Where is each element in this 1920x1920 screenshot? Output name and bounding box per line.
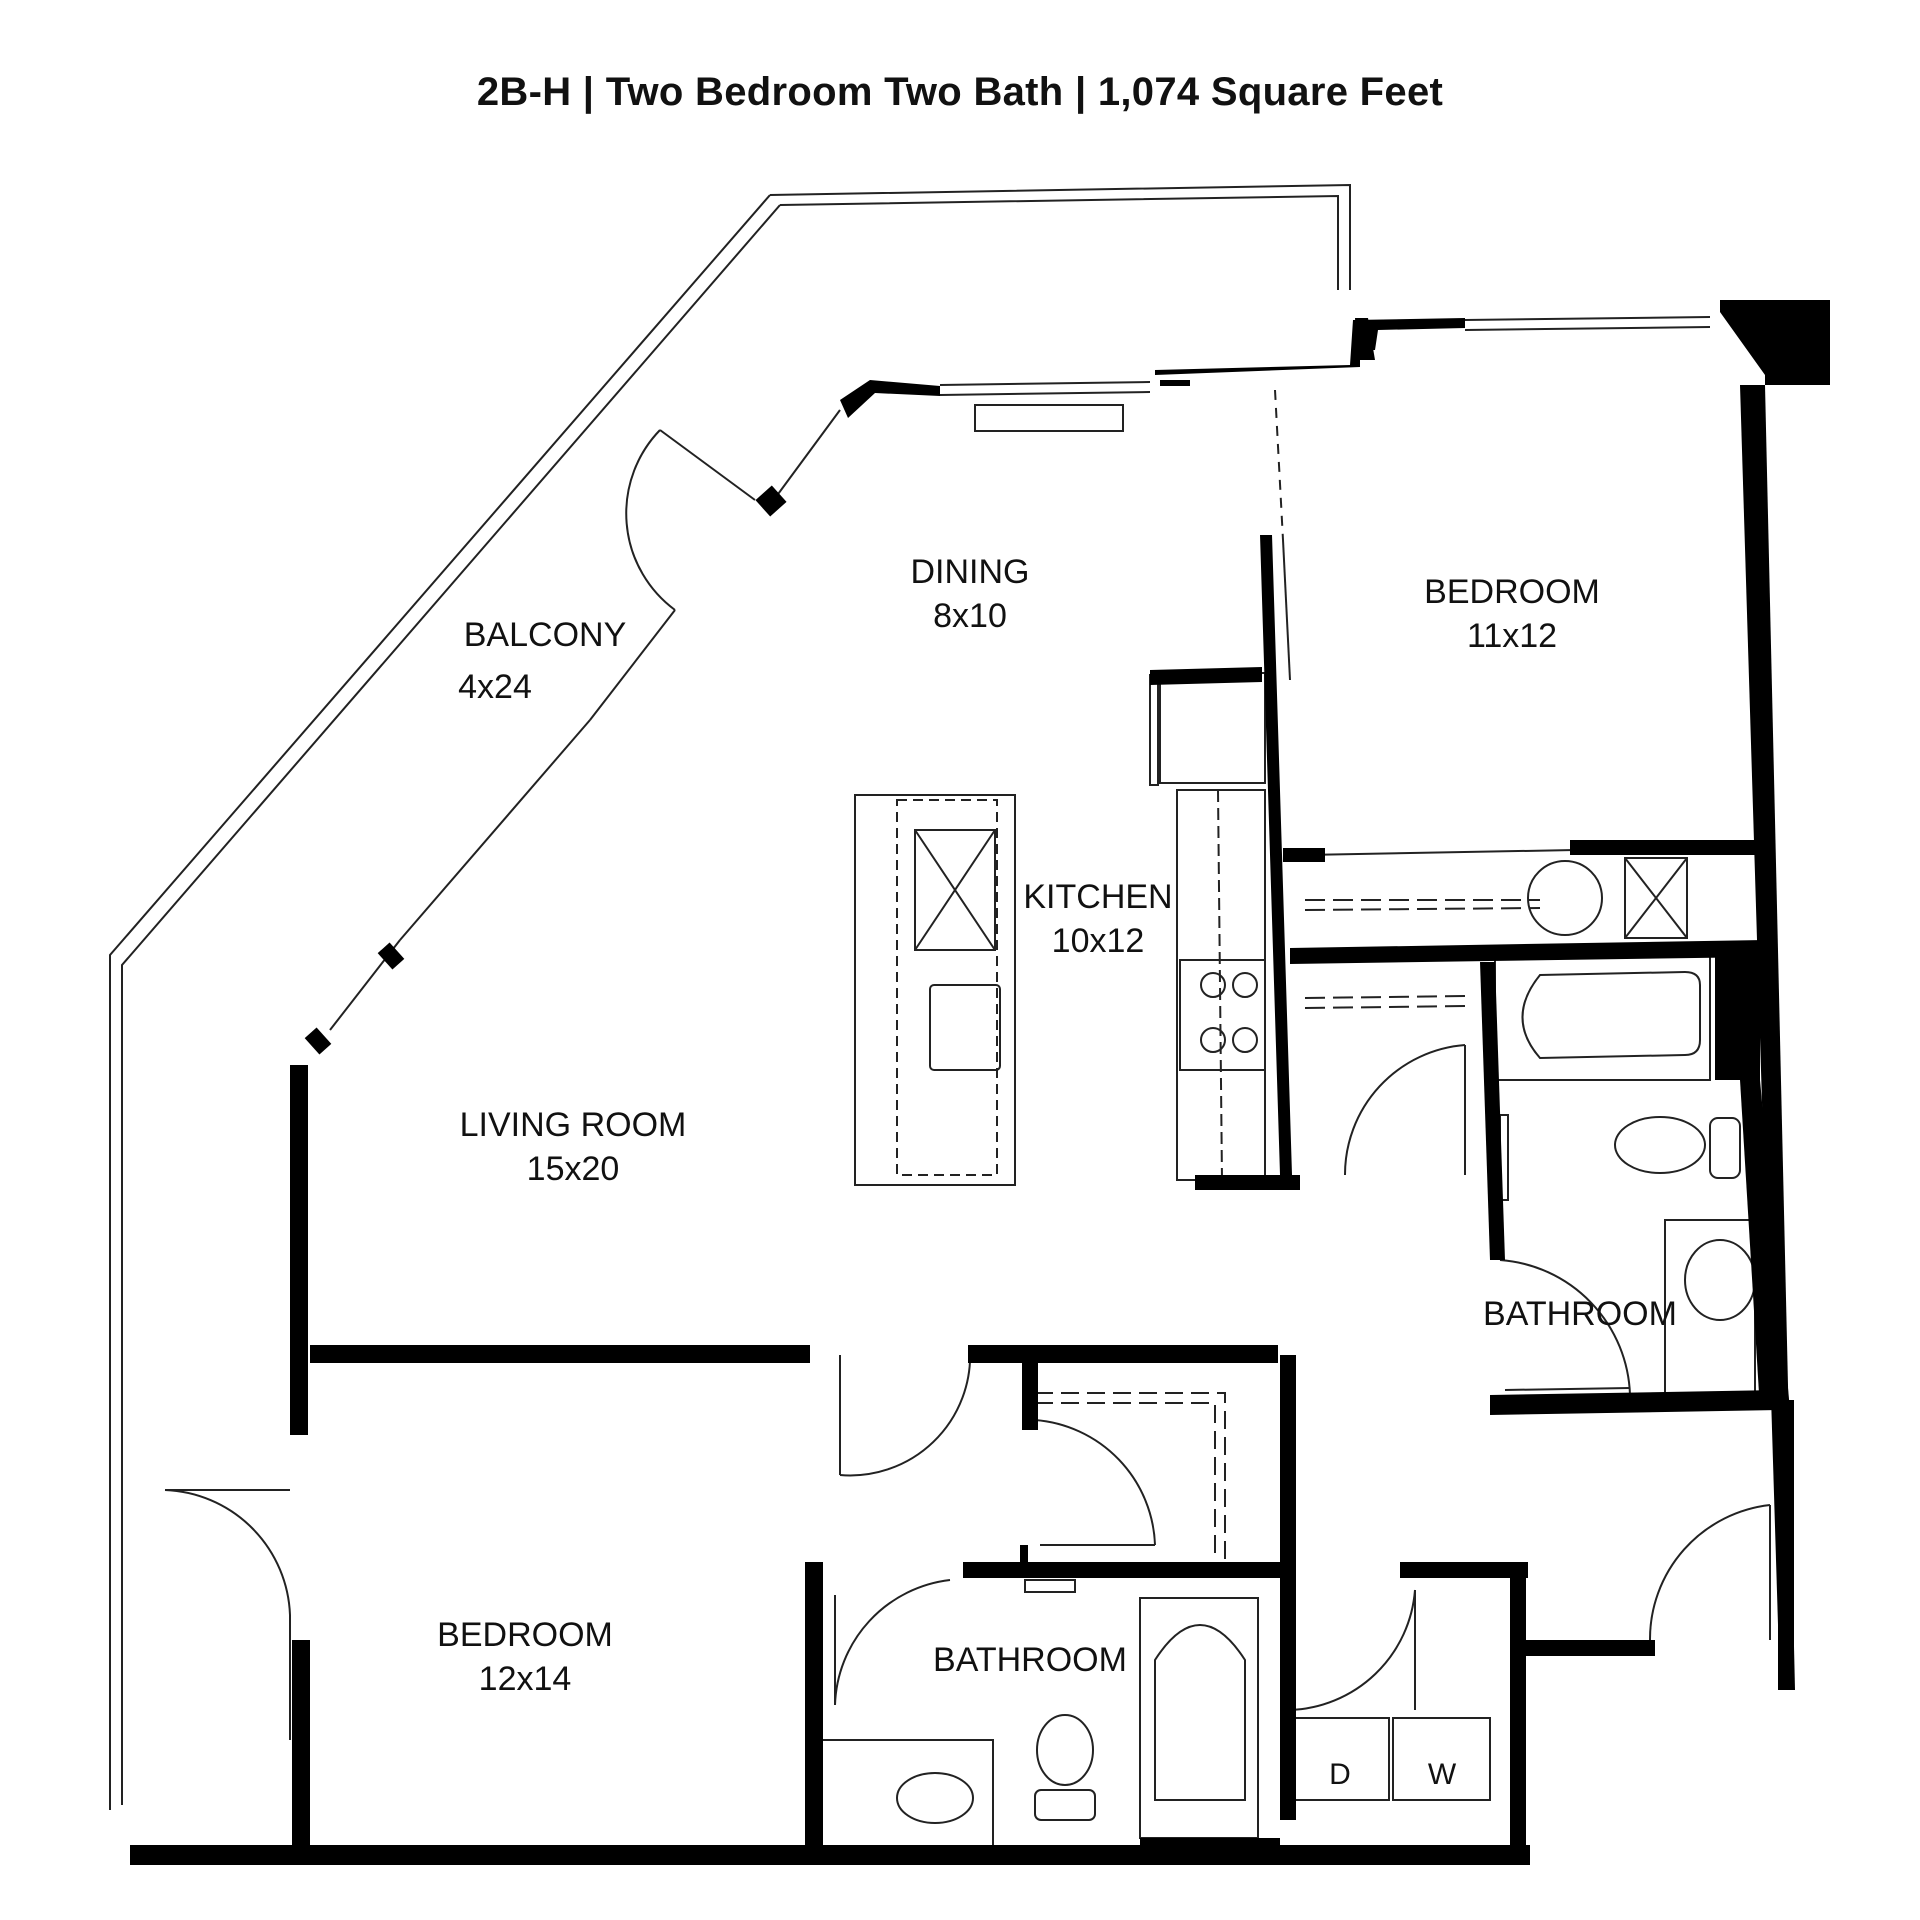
room-label-bedroom-1: BEDROOM 11x12	[1424, 570, 1600, 658]
room-name: DINING	[910, 553, 1030, 591]
room-label-bathroom-2: BATHROOM	[933, 1638, 1127, 1682]
room-dims: 8x10	[933, 597, 1007, 635]
dryer-label: D	[1329, 1758, 1351, 1791]
floorplan-title: 2B-H | Two Bedroom Two Bath | 1,074 Squa…	[476, 70, 1444, 114]
room-label-bathroom-1: BATHROOM	[1483, 1292, 1677, 1336]
room-label-balcony: BALCONY	[464, 613, 627, 657]
room-label-dining: DINING 8x10	[911, 550, 1030, 638]
room-name: KITCHEN	[1023, 878, 1173, 916]
room-name: BATHROOM	[933, 1641, 1127, 1679]
room-name: BEDROOM	[437, 1616, 613, 1654]
room-dims: 15x20	[526, 1150, 620, 1188]
washer-label: W	[1427, 1758, 1457, 1791]
room-label-kitchen: KITCHEN 10x12	[1023, 875, 1172, 963]
room-dims: 11x12	[1466, 617, 1558, 655]
room-name: BEDROOM	[1424, 573, 1600, 611]
room-name: LIVING ROOM	[459, 1106, 687, 1144]
room-name: BALCONY	[463, 616, 627, 654]
kitchen-island	[854, 794, 1016, 1186]
room-name: BATHROOM	[1483, 1295, 1677, 1333]
room-label-bedroom-2: BEDROOM 12x14	[437, 1613, 613, 1701]
room-dims: 10x12	[1051, 922, 1145, 960]
walls	[130, 300, 1830, 1865]
balcony-railing	[109, 183, 1351, 1810]
room-label-living-room: LIVING ROOM 15x20	[460, 1103, 687, 1191]
room-dims-balcony: 4x24	[458, 668, 532, 706]
room-dims: 12x14	[478, 1660, 572, 1698]
